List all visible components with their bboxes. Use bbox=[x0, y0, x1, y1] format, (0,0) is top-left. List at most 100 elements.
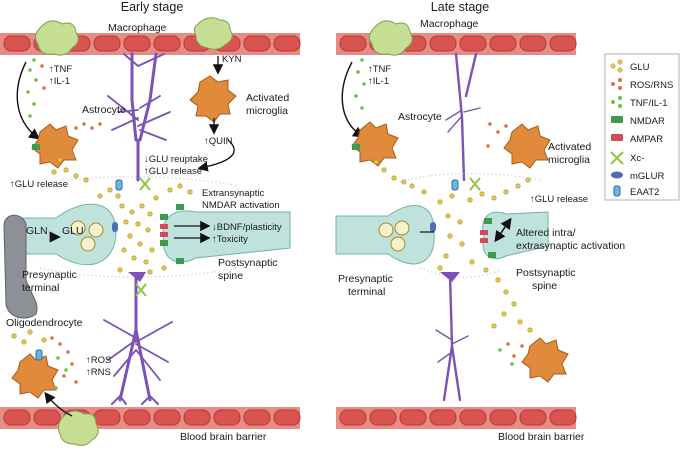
glu-release-astro-label: ↑GLU release bbox=[144, 166, 202, 177]
early-stage-panel: Early stage Macrophag bbox=[0, 0, 301, 446]
bdnf-label: ↓BDNF/plasticity bbox=[212, 222, 282, 233]
nmdar-icon-microglia bbox=[32, 144, 40, 150]
legend-item-ros-rns: ROS/RNS bbox=[611, 78, 673, 91]
altered-activation-arrow-down bbox=[494, 219, 511, 243]
legend-label-eaat2: EAAT2 bbox=[630, 187, 659, 198]
activated-microglia-late bbox=[503, 123, 551, 169]
astrocyte-boundary-late-bottom bbox=[419, 267, 501, 278]
eaat2-icon bbox=[613, 185, 621, 197]
macrophage-to-microglia-arrow bbox=[16, 61, 41, 140]
quin-label: ↑QUIN bbox=[204, 136, 233, 147]
receptors-postsynaptic-early bbox=[160, 204, 184, 264]
mglur-icon-pre-late bbox=[430, 222, 436, 232]
early-title: Early stage bbox=[121, 0, 184, 14]
astrocyte-label-late: Astrocyte bbox=[398, 111, 442, 123]
legend-label-xc: Xc- bbox=[630, 153, 644, 164]
xc-icon-late bbox=[469, 177, 481, 191]
astrocyte-late bbox=[445, 52, 481, 182]
activated-microglia-early bbox=[189, 75, 237, 123]
macrophage-cell-bottom bbox=[57, 410, 99, 446]
postsynaptic-label-early-l2: spine bbox=[218, 270, 243, 282]
gln-label: GLN bbox=[26, 225, 48, 237]
altered-label-l2: extrasynaptic activation bbox=[516, 240, 625, 252]
glu-release-left-label: ↑GLU release bbox=[10, 179, 68, 190]
presynaptic-label-early-l2: terminal bbox=[22, 282, 59, 294]
glu-reuptake-label: ↓GLU reuptake bbox=[144, 154, 208, 165]
activated-label-early-l2: microglia bbox=[246, 105, 288, 117]
astrocyte-bottom-late bbox=[435, 272, 469, 402]
legend-label-mglur: mGLUR bbox=[630, 171, 664, 182]
macrophage-cell-late bbox=[368, 20, 413, 56]
mglur-icon bbox=[611, 171, 623, 179]
ros-label: ↑ROS bbox=[86, 355, 111, 366]
altered-label-l1: Altered intra/ bbox=[516, 227, 576, 239]
il1-label-late: ↑IL-1 bbox=[368, 76, 389, 87]
macrophage-label-early: Macrophage bbox=[108, 22, 167, 34]
legend-item-ampar: AMPAR bbox=[611, 134, 663, 145]
oligodendrocyte-cell bbox=[3, 214, 38, 319]
glu-release-late-label: ↑GLU release bbox=[530, 194, 588, 205]
glu-dots-left-late bbox=[373, 159, 407, 185]
legend-item-nmdar: NMDAR bbox=[611, 116, 665, 127]
activated-microglia-bottom-early bbox=[11, 353, 59, 399]
legend-item-glu: GLU bbox=[610, 59, 650, 73]
astrocyte-endfoot-late bbox=[440, 272, 460, 282]
synaptic-vesicle-late-2 bbox=[394, 220, 410, 236]
astrocyte-boundary-late-top bbox=[399, 173, 541, 183]
activated-label-late-l1: Activated bbox=[548, 141, 591, 153]
nmdar-icon bbox=[611, 116, 623, 123]
presynaptic-label-early-l1: Presynaptic bbox=[22, 269, 77, 281]
cytokine-dots-bottom bbox=[54, 356, 68, 390]
legend-label-ros-rns: ROS/RNS bbox=[630, 80, 673, 91]
macrophage-to-microglia-arrow-late bbox=[341, 61, 365, 138]
rns-label: ↑RNS bbox=[86, 367, 111, 378]
ros-dots-bottom bbox=[50, 336, 78, 384]
synaptic-vesicle-late-3 bbox=[390, 236, 406, 252]
astrocyte-label-early: Astrocyte bbox=[82, 104, 126, 116]
kyn-label: KYN bbox=[222, 54, 242, 65]
nmdar-icon-microglia-late bbox=[352, 144, 360, 150]
xc-icon bbox=[610, 151, 624, 165]
legend-item-eaat2: EAAT2 bbox=[613, 185, 659, 198]
presynaptic-label-late-l2: terminal bbox=[348, 286, 385, 298]
legend-label-glu: GLU bbox=[630, 62, 650, 73]
postsynaptic-spine-late bbox=[482, 211, 549, 260]
macrophage-label-late: Macrophage bbox=[420, 18, 479, 30]
synaptic-vesicle-1 bbox=[70, 220, 86, 236]
eaat2-icon-late bbox=[451, 179, 459, 191]
late-title: Late stage bbox=[431, 0, 489, 14]
eaat2-icon-bottom bbox=[35, 349, 43, 361]
astrocyte-bottom-early bbox=[103, 272, 173, 405]
bottom-blood-vessel-early bbox=[0, 407, 301, 429]
activated-label-late-l2: microglia bbox=[548, 154, 590, 166]
astrocyte-early bbox=[107, 52, 171, 182]
activated-label-early-l1: Activated bbox=[246, 92, 289, 104]
macrophage-cell-early-right bbox=[193, 17, 233, 50]
cytokine-dots-early bbox=[26, 58, 46, 118]
tnf-label-early: ↑TNF bbox=[49, 64, 72, 75]
legend-label-nmdar: NMDAR bbox=[630, 116, 665, 127]
xc-icon-early bbox=[139, 177, 151, 191]
glu-dots-left-flow bbox=[51, 157, 89, 183]
ampar-icon bbox=[611, 134, 623, 141]
astrocyte-endfoot-bottom bbox=[128, 272, 146, 282]
quin-to-astrocyte-arrow bbox=[197, 139, 235, 172]
legend-label-tnf-il1: TNF/IL-1 bbox=[630, 98, 667, 109]
cytokine-dots-late-bottom bbox=[498, 348, 514, 366]
late-stage-panel: Late stage Macrophage ↑TNF ↑IL bbox=[335, 0, 625, 443]
legend-item-tnf-il1: TNF/IL-1 bbox=[611, 96, 667, 109]
postsynaptic-label-late-l2: spine bbox=[532, 280, 557, 292]
ros-rns-dot-icon bbox=[611, 78, 622, 90]
presynaptic-label-late-l1: Presynaptic bbox=[338, 273, 393, 285]
ros-dots-microglia-left bbox=[74, 122, 102, 130]
toxicity-label: ↑Toxicity bbox=[212, 234, 248, 245]
cytokine-dots-late bbox=[354, 58, 366, 110]
macrophage-to-microglia-bottom-arrow bbox=[44, 391, 73, 417]
synaptic-vesicle-3 bbox=[80, 236, 96, 252]
eaat2-icon-early bbox=[115, 179, 123, 191]
postsynaptic-label-late-l1: Postsynaptic bbox=[516, 267, 576, 279]
glu-dot-icon bbox=[610, 59, 623, 73]
macrophage-cell-early bbox=[34, 20, 79, 56]
synaptic-vesicle-2 bbox=[88, 222, 104, 238]
